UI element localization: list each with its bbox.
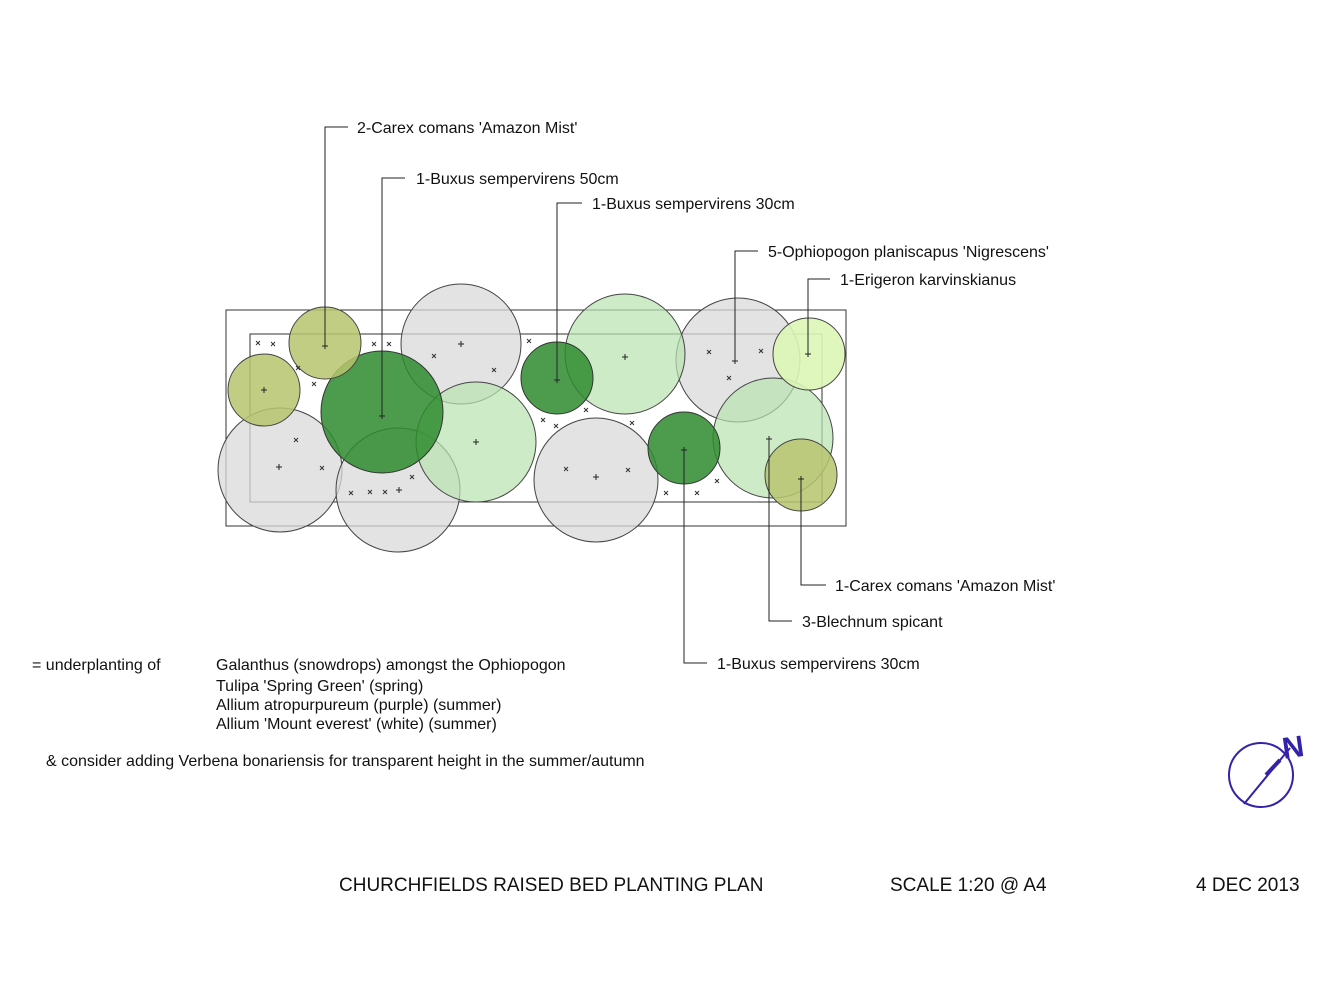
label-erigeron: 1-Erigeron karvinskianus xyxy=(840,272,1016,289)
north-arrow-icon: N xyxy=(1228,730,1306,808)
underplanting-item: Allium atropurpureum (purple) (summer) xyxy=(216,697,502,714)
label-buxus-30-top: 1-Buxus sempervirens 30cm xyxy=(592,196,795,213)
underplanting-marks xyxy=(255,338,764,496)
plan-scale: SCALE 1:20 @ A4 xyxy=(890,875,1047,896)
raised-bed-outer xyxy=(225,309,847,527)
underplanting-item: Allium 'Mount everest' (white) (summer) xyxy=(216,716,497,733)
label-carex-top: 2-Carex comans 'Amazon Mist' xyxy=(357,120,577,137)
label-leaders xyxy=(324,126,830,664)
label-carex-bottom: 1-Carex comans 'Amazon Mist' xyxy=(835,578,1055,595)
underplanting-item: Tulipa 'Spring Green' (spring) xyxy=(216,678,424,695)
label-blechnum: 3-Blechnum spicant xyxy=(802,614,943,631)
underplanting-lead: = underplanting of xyxy=(32,657,161,674)
plan-date: 4 DEC 2013 xyxy=(1196,875,1300,896)
underplanting-item: Galanthus (snowdrops) amongst the Ophiop… xyxy=(216,657,566,674)
label-buxus-30-bottom: 1-Buxus sempervirens 30cm xyxy=(717,656,920,673)
label-buxus-50: 1-Buxus sempervirens 50cm xyxy=(416,171,619,188)
plan-title: CHURCHFIELDS RAISED BED PLANTING PLAN xyxy=(339,875,763,896)
underplanting-consider: & consider adding Verbena bonariensis fo… xyxy=(46,753,645,770)
label-ophiopogon: 5-Ophiopogon planiscapus 'Nigrescens' xyxy=(768,244,1049,261)
north-letter: N xyxy=(1280,730,1306,766)
